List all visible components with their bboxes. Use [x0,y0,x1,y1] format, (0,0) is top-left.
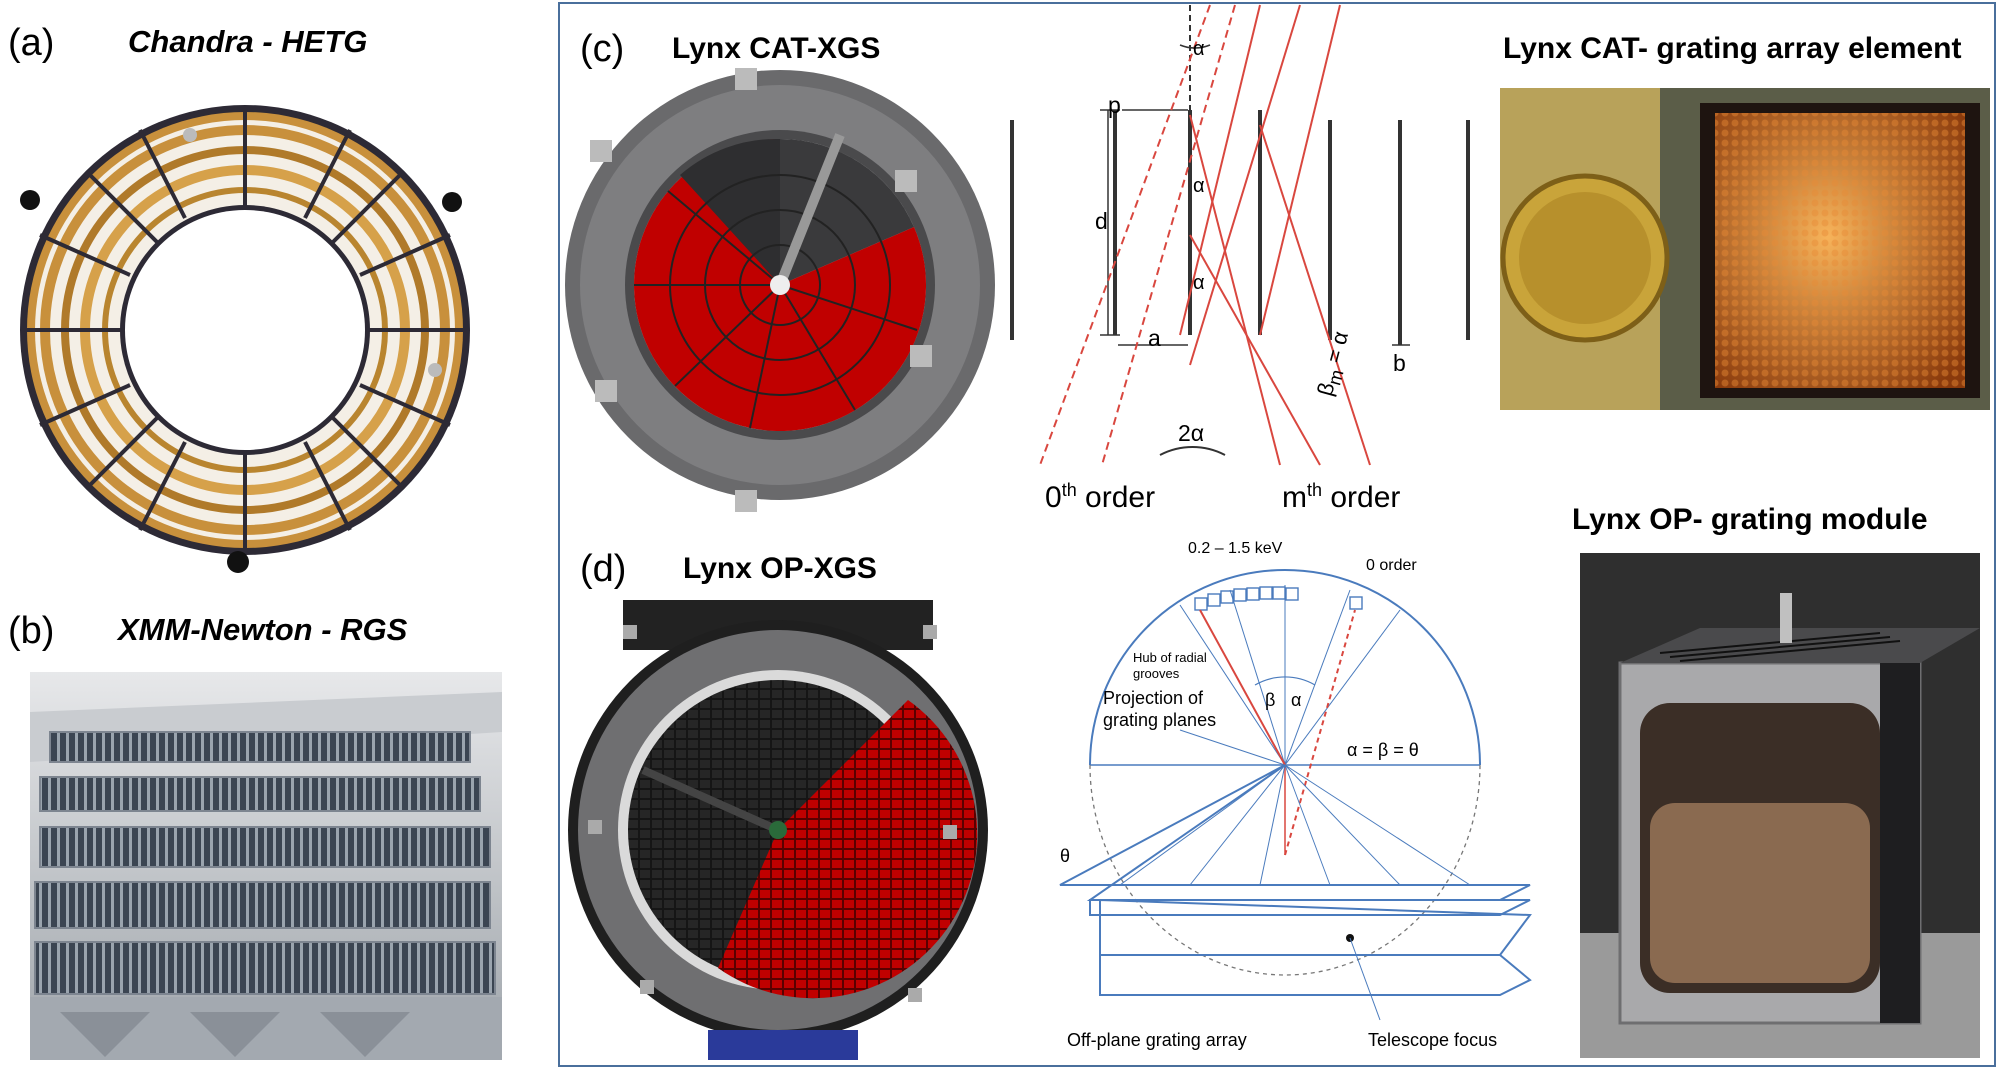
panel-d-title: Lynx OP-XGS [683,552,877,585]
cat-label-a: a [1148,325,1161,351]
op-module-photo [1580,553,1980,1058]
cat-element-title: Lynx CAT- grating array element [1503,32,1962,65]
op-hub-line1: Hub of radial [1133,650,1207,665]
panel-c-label: (c) [580,28,625,70]
op-xgs-render [568,600,988,1060]
cat-label-alpha-low: α [1193,272,1205,294]
lynx-panels-frame [558,2,1996,1067]
op-array-label: Off-plane grating array [1067,1030,1247,1050]
cat-m-order-base: m [1282,481,1307,514]
panel-b-title: XMM-Newton - RGS [118,612,408,647]
cat-label-2alpha: 2α [1178,420,1205,446]
panel-a-label: (a) [8,22,55,64]
op-equation-label: α = β = θ [1347,740,1419,760]
op-alpha-label: α [1291,690,1302,710]
cat-label-d: d [1095,208,1108,234]
op-projection-label: Projection of grating planes [1103,687,1216,731]
cat-m-order: mth order [1282,480,1400,515]
cat-m-order-word: order [1322,481,1401,514]
cat-xgs-render [565,68,995,512]
op-grating-diagram [1059,569,1532,1021]
cat-label-b: b [1393,350,1406,376]
cat-zero-order: 0th order [1045,480,1155,515]
cat-m-order-sup: th [1307,480,1323,500]
op-energy-label: 0.2 – 1.5 keV [1188,540,1283,557]
cat-label-alpha-mid: α [1193,175,1205,197]
op-projection-line2: grating planes [1103,710,1217,730]
chandra-hetg-photo [10,100,480,573]
cat-label-alpha-top: α [1193,38,1205,60]
op-hub-line2: grooves [1133,666,1180,681]
op-zero-order-label: 0 order [1366,557,1417,574]
cat-zero-order-word: order [1076,481,1156,514]
cat-grating-diagram [1010,4,1470,466]
op-theta-label: θ [1060,846,1071,866]
panel-c-title: Lynx CAT-XGS [672,32,881,65]
op-beta-label: β [1265,690,1276,710]
op-projection-line1: Projection of [1103,688,1204,708]
panel-d-label: (d) [580,548,627,590]
cat-label-p: p [1108,92,1121,118]
cat-zero-order-sup: th [1061,480,1077,500]
cat-zero-order-base: 0 [1045,481,1062,514]
panel-b-label: (b) [8,610,55,652]
panel-a-title: Chandra - HETG [128,24,368,59]
xmm-rgs-photo [30,672,502,1060]
op-module-title: Lynx OP- grating module [1572,503,1928,536]
op-hub-label: Hub of radial grooves [1133,650,1207,682]
op-focus-label: Telescope focus [1368,1030,1498,1050]
cat-element-photo [1500,88,1990,410]
